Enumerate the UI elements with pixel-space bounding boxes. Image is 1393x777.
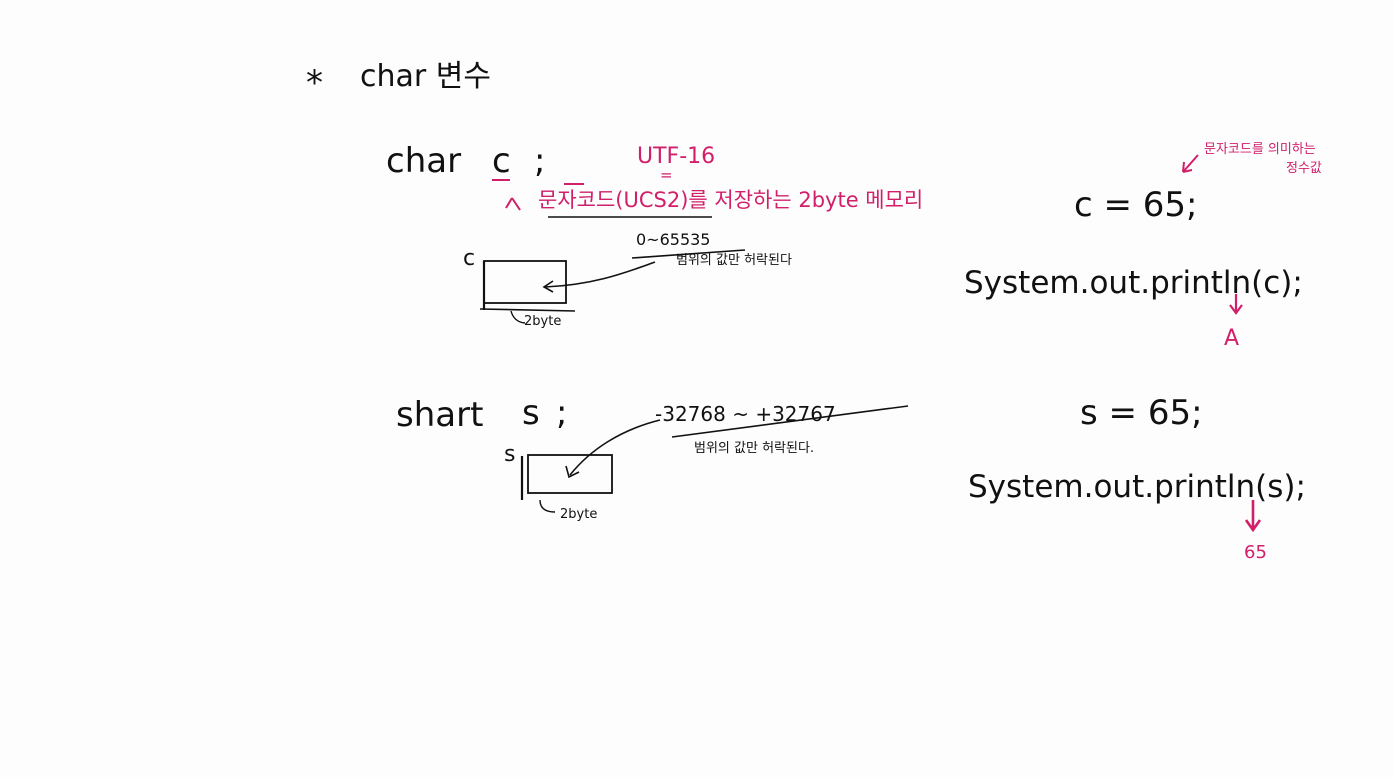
range-divider bbox=[631, 249, 746, 259]
output-c: A bbox=[1224, 326, 1240, 351]
print-c: System.out.println(c); bbox=[964, 265, 1303, 301]
int-note-line1: 문자코드를 의미하는 bbox=[1204, 142, 1316, 157]
s-memory-box bbox=[527, 454, 613, 494]
output-s: 65 bbox=[1244, 542, 1267, 563]
arrow-to-output-65 bbox=[1244, 500, 1262, 533]
short-range: -32768 ~ +32767 bbox=[655, 402, 836, 426]
assign-s: s = 65; bbox=[1080, 393, 1203, 433]
char-range: 0~65535 bbox=[636, 230, 711, 249]
up-arrow-to-c bbox=[505, 197, 521, 211]
int-note-line2: 정수값 bbox=[1286, 161, 1322, 176]
short-var-name: s bbox=[522, 393, 540, 433]
short-keyword: shart bbox=[396, 395, 484, 435]
s-box-label: s bbox=[504, 442, 516, 467]
c-memory-box bbox=[483, 260, 567, 304]
arrow-to-int-note bbox=[1182, 154, 1199, 173]
assign-c: c = 65; bbox=[1074, 185, 1198, 225]
char-range-note: 범위의 값만 허락된다 bbox=[676, 253, 792, 268]
char-var-name: c bbox=[492, 141, 511, 181]
arrow-to-output-a bbox=[1229, 294, 1243, 315]
s-box-size: 2byte bbox=[560, 507, 598, 522]
short-range-divider bbox=[671, 405, 909, 438]
c-box-label: c bbox=[463, 246, 476, 271]
print-s: System.out.println(s); bbox=[968, 469, 1306, 505]
short-semicolon: ; bbox=[556, 393, 568, 433]
encoding-label: UTF-16 bbox=[637, 144, 716, 169]
arrow-into-c-box bbox=[544, 261, 656, 288]
char-note: 문자코드(UCS2)를 저장하는 2byte 메모리 bbox=[538, 188, 924, 212]
c-box-size: 2byte bbox=[524, 314, 562, 329]
encoding-equals: = bbox=[660, 166, 673, 184]
heading-title: char 변수 bbox=[360, 59, 491, 94]
arrow-into-s-box bbox=[569, 419, 661, 476]
char-semicolon: ; bbox=[534, 141, 546, 181]
heading-bullet: * bbox=[306, 63, 323, 103]
char-keyword: char bbox=[386, 141, 462, 181]
short-range-note: 범위의 값만 허락된다. bbox=[694, 441, 815, 456]
